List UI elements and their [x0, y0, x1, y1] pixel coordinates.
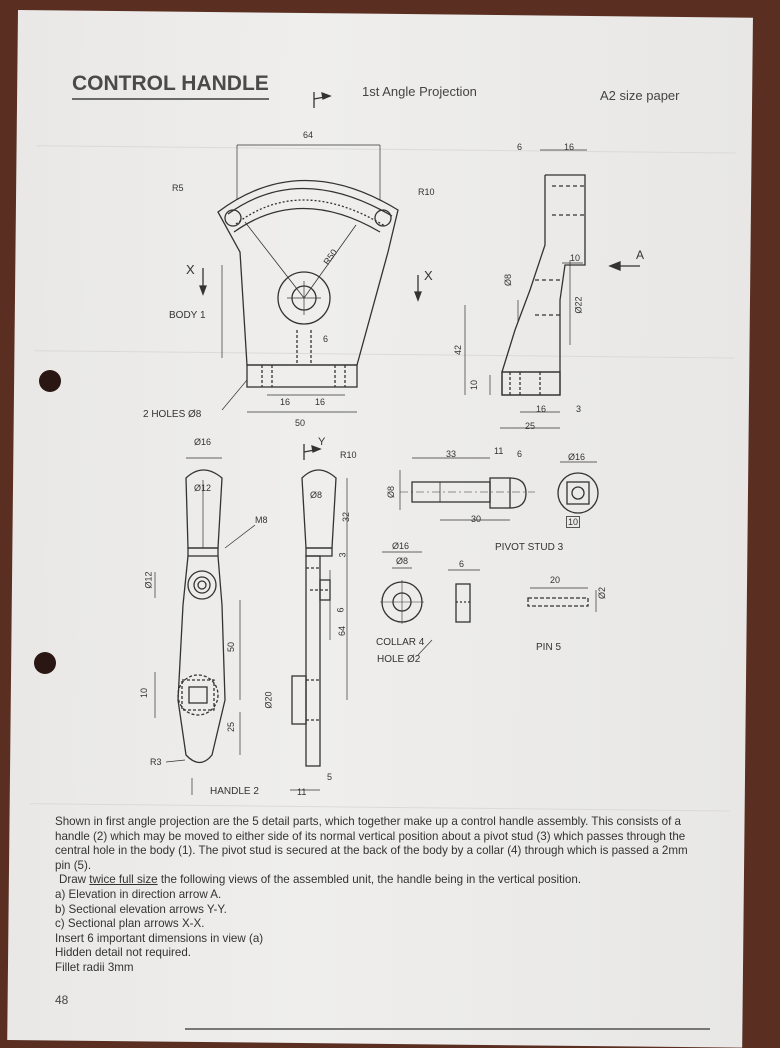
collar-dim-6: 6 [459, 559, 465, 569]
side-dim-d22: Ø22 [573, 296, 584, 314]
handle-dim-5: 5 [327, 772, 333, 782]
handle-dim-d20: Ø20 [263, 691, 274, 709]
pivot-dim-30: 30 [471, 514, 482, 524]
section-symbol-y-top [313, 91, 332, 108]
side-dim-25: 25 [525, 421, 536, 431]
handle-side-3: 3 [337, 552, 348, 558]
body-side-view [464, 149, 587, 429]
section-x-left: X [186, 262, 195, 277]
handle-front-view [154, 457, 256, 795]
dim-16-b: 16 [315, 397, 326, 407]
section-y-mid: Y [318, 436, 326, 448]
instruction-item: Insert 6 important dimensions in view (a… [55, 931, 264, 945]
pivot-dim-d16: Ø16 [568, 452, 586, 462]
handle-side-r10: R10 [340, 450, 357, 460]
dim-50: 50 [295, 418, 306, 428]
collar-dim-d16: Ø16 [392, 541, 410, 551]
instruction-item: Fillet radii 3mm [55, 960, 134, 974]
handle-dim-10: 10 [139, 687, 150, 699]
instructions-intro: Shown in first angle projection are the … [55, 815, 688, 872]
instruction-item: Hidden detail not required. [55, 946, 191, 960]
side-dim-10b: 10 [469, 379, 480, 391]
bottom-rule [185, 1028, 710, 1030]
side-dim-3: 3 [576, 404, 582, 414]
handle-dim-r3: R3 [150, 757, 162, 767]
label-collar-hole: HOLE Ø2 [377, 654, 421, 665]
label-pin: PIN 5 [536, 642, 562, 653]
section-symbol-x-right [414, 275, 422, 302]
collar-dim-d8: Ø8 [396, 556, 409, 566]
side-dim-16: 16 [564, 142, 575, 152]
side-dim-6: 6 [517, 142, 523, 152]
label-body: BODY 1 [169, 310, 206, 321]
pin-dim-d2: Ø2 [597, 586, 608, 600]
instruction-item: c) Sectional plan arrows X-X. [55, 917, 205, 931]
label-holes: 2 HOLES Ø8 [143, 409, 202, 420]
page-title: CONTROL HANDLE [72, 72, 269, 100]
label-r10: R10 [418, 187, 435, 197]
dim-16-a: 16 [280, 397, 291, 407]
label-collar: COLLAR 4 [376, 637, 425, 648]
label-handle: HANDLE 2 [210, 786, 259, 797]
punch-hole [34, 652, 56, 674]
pivot-stud-view [399, 457, 599, 521]
pivot-dim-11: 11 [494, 446, 504, 456]
pin-view [527, 587, 597, 612]
page-number: 48 [55, 993, 69, 1007]
instruction-item: b) Sectional elevation arrows Y-Y. [55, 902, 227, 916]
draw-scale: twice full size [89, 873, 158, 887]
pivot-dim-10: 10 [566, 516, 581, 528]
view-arrow-a [608, 261, 640, 271]
draw-prefix: Draw [59, 873, 87, 887]
section-symbol-x-left [199, 268, 207, 296]
pin-dim-20: 20 [550, 575, 561, 585]
handle-dim-d16: Ø16 [194, 437, 212, 447]
dim-body-6: 6 [323, 334, 329, 344]
label-r5: R5 [172, 183, 184, 193]
instruction-item: a) Elevation in direction arrow A. [55, 887, 222, 901]
section-symbol-y-mid [303, 444, 322, 460]
side-dim-10: 10 [570, 253, 581, 263]
dim-64: 64 [303, 130, 314, 140]
handle-dim-11: 11 [297, 787, 307, 797]
pivot-dim-d8: Ø8 [386, 485, 397, 499]
handle-side-6: 6 [335, 607, 346, 613]
handle-side-32: 32 [341, 511, 352, 523]
draw-suffix: the following views of the assembled uni… [160, 873, 582, 887]
handle-side-d8: Ø8 [310, 490, 323, 500]
side-dim-d8: Ø8 [503, 273, 514, 287]
label-pivot-stud: PIVOT STUD 3 [495, 542, 564, 553]
collar-view [380, 551, 480, 656]
handle-dim-25: 25 [226, 721, 237, 733]
handle-dim-d12-side: Ø12 [143, 571, 154, 589]
handle-side-64: 64 [337, 625, 348, 637]
pivot-dim-6: 6 [517, 449, 523, 459]
projection-label: 1st Angle Projection [362, 84, 477, 99]
body-front-view [217, 144, 399, 413]
side-dim-16b: 16 [536, 404, 547, 414]
punch-hole [39, 370, 61, 392]
side-dim-42: 42 [453, 344, 464, 356]
handle-side-view [290, 444, 348, 791]
view-label-a: A [636, 248, 645, 262]
handle-dim-d12: Ø12 [194, 483, 212, 493]
handle-dim-50: 50 [226, 641, 237, 653]
handle-thread-m8: M8 [255, 515, 268, 525]
paper-size-label: A2 size paper [600, 88, 680, 103]
instructions-draw: Draw twice full size the following views… [55, 873, 695, 888]
instructions-block: Shown in first angle projection are the … [55, 815, 695, 976]
pivot-dim-33: 33 [446, 449, 457, 459]
section-x-right: X [424, 268, 433, 283]
